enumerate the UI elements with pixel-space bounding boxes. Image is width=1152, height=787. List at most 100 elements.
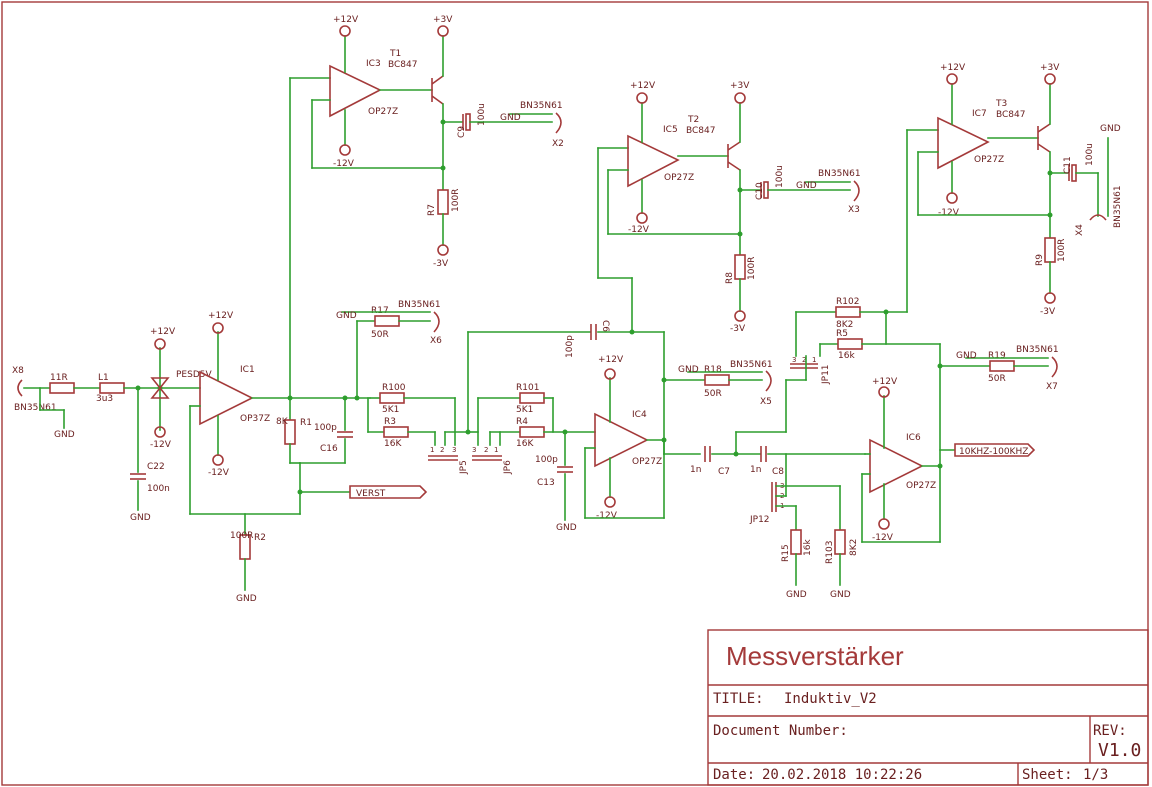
- jp5-label: JP5: [459, 460, 469, 475]
- r9-neg3-label: -3V: [1040, 307, 1056, 317]
- c13-label: C13: [537, 478, 555, 488]
- c9-value: 100u: [477, 103, 487, 126]
- t2-pos3-label: +3V: [730, 81, 750, 91]
- ic1-label: IC1: [240, 365, 255, 375]
- ic7-type: OP27Z: [974, 155, 1004, 165]
- r5-value: 16k: [838, 351, 855, 361]
- gain-network: R1 8K VERST R2 100R GND 100p C16: [230, 397, 428, 604]
- x5-type: BN35N61: [730, 360, 773, 370]
- c22-gnd-label: GND: [130, 513, 151, 523]
- ic3-type: OP27Z: [368, 107, 398, 117]
- x7-output: R19 50R BN35N61 X7 GND: [939, 345, 1059, 392]
- x2-bnc-symbol: [555, 112, 562, 134]
- x6-output: R17 50R BN35N61 X6 GND: [336, 300, 442, 399]
- r15-label: R15: [781, 544, 791, 562]
- freq-label: 10KHZ-100KHZ: [959, 447, 1028, 457]
- ic5-neg12-label: -12V: [628, 225, 650, 235]
- r18-value: 50R: [704, 389, 722, 399]
- date-value: 20.02.2018 10:22:26: [762, 767, 922, 783]
- c13-gnd-label: GND: [556, 523, 577, 533]
- ic5-driver: IC5 OP27Z +12V -12V T2 BC847 +3V C10 100…: [597, 81, 861, 334]
- resistor-r17: [374, 315, 400, 327]
- verst-net-label: [349, 485, 428, 499]
- r15-gnd-label: GND: [786, 590, 807, 600]
- ic6-label: IC6: [906, 433, 921, 443]
- filter-stage-2: R101 5K1 3 2 1 JP6 R4 16K 100p C13 GND: [467, 331, 596, 533]
- r7-value: 100R: [451, 189, 461, 212]
- c16-value: 100p: [314, 423, 337, 433]
- ic6-opamp: IC6 OP27Z +12V -12V 10KHZ-100KHZ: [861, 343, 1036, 543]
- r1-value: 8K: [276, 417, 289, 427]
- svg-text:1: 1: [494, 446, 498, 454]
- ic1-opamp: IC1 OP37Z +12V -12V: [189, 311, 371, 515]
- r8-neg3-label: -3V: [730, 324, 746, 334]
- c10-label: C10: [755, 182, 765, 200]
- c8-label: C8: [772, 467, 784, 477]
- x5-gnd-label: GND: [678, 365, 699, 375]
- input-section: X8 BN35N61 GND 11R L1 3u3 C22 100n GND P…: [12, 327, 212, 523]
- x3-gnd-label: GND: [796, 181, 817, 191]
- tvs-diode: [150, 377, 170, 399]
- t1-label: T1: [389, 49, 401, 59]
- resistor-r5: [837, 338, 863, 350]
- svg-text:1: 1: [430, 446, 434, 454]
- t3-pos3-label: +3V: [1040, 63, 1060, 73]
- x2-type: BN35N61: [520, 101, 563, 111]
- hp-filter: 1n C7 1n C8 3 2 1 JP12 R15 16k GND R103 …: [690, 379, 866, 600]
- svg-text:1: 1: [812, 356, 816, 364]
- r5-label: R5: [836, 329, 848, 339]
- resistor-r18: [704, 374, 730, 386]
- x3-bnc-symbol: [853, 180, 860, 202]
- ic4-pos12-label: +12V: [598, 355, 624, 365]
- resistor-r3: [383, 426, 409, 438]
- ic3-neg12-label: -12V: [333, 159, 355, 169]
- ic6-type: OP27Z: [906, 481, 936, 491]
- r102-value: 8K2: [836, 320, 853, 330]
- c7-label: C7: [718, 467, 730, 477]
- resistor-r101: [519, 392, 545, 404]
- r103-gnd-label: GND: [830, 590, 851, 600]
- ic6-neg12-label: -12V: [872, 533, 894, 543]
- x6-gnd-label: GND: [336, 311, 357, 321]
- rev-label: REV:: [1093, 723, 1127, 739]
- svg-text:2: 2: [802, 356, 806, 364]
- x7-label: X7: [1046, 382, 1058, 392]
- t1-pos3-label: +3V: [433, 15, 453, 25]
- t1-type: BC847: [388, 60, 417, 70]
- t3-type: BC847: [996, 110, 1025, 120]
- x5-output: R18 50R BN35N61 X5 GND: [663, 360, 773, 407]
- t3-label: T3: [995, 99, 1007, 109]
- x4-bnc-symbol: [1089, 214, 1107, 221]
- r11-label: 11R: [50, 373, 68, 383]
- c6-feedback: C6 100p: [467, 320, 665, 441]
- r7-neg3-label: -3V: [433, 259, 449, 269]
- inductor-l1: [99, 382, 125, 394]
- x6-label: X6: [430, 336, 442, 346]
- jp6-label: JP6: [503, 460, 513, 475]
- r103-label: R103: [825, 541, 835, 564]
- r101-value: 5K1: [516, 405, 533, 415]
- diode-label: PESD5V: [176, 370, 212, 380]
- r101-label: R101: [516, 383, 539, 393]
- title-label: TITLE:: [713, 691, 764, 707]
- resistor-r8: [734, 254, 746, 280]
- svg-text:3: 3: [472, 446, 476, 454]
- l1-label: L1: [98, 373, 109, 383]
- x8-type: BN35N61: [14, 403, 57, 413]
- ic7-driver: IC7 OP27Z +12V -12V T3 BC847 +3V C11 100…: [906, 63, 1123, 317]
- r8-value: 100R: [747, 257, 757, 280]
- r4-value: 16K: [516, 439, 534, 449]
- t2-type: BC847: [686, 126, 715, 136]
- x8-label: X8: [12, 366, 24, 376]
- x4-label: X4: [1075, 224, 1085, 236]
- title-value: Induktiv_V2: [784, 691, 877, 707]
- freq-net-label: [954, 443, 1036, 457]
- r2-value: 100R: [230, 531, 253, 541]
- r1-label: R1: [300, 418, 312, 428]
- r9-label: R9: [1035, 254, 1045, 266]
- svg-text:3: 3: [452, 446, 456, 454]
- r100-label: R100: [382, 383, 406, 393]
- resistor-r19: [989, 360, 1015, 372]
